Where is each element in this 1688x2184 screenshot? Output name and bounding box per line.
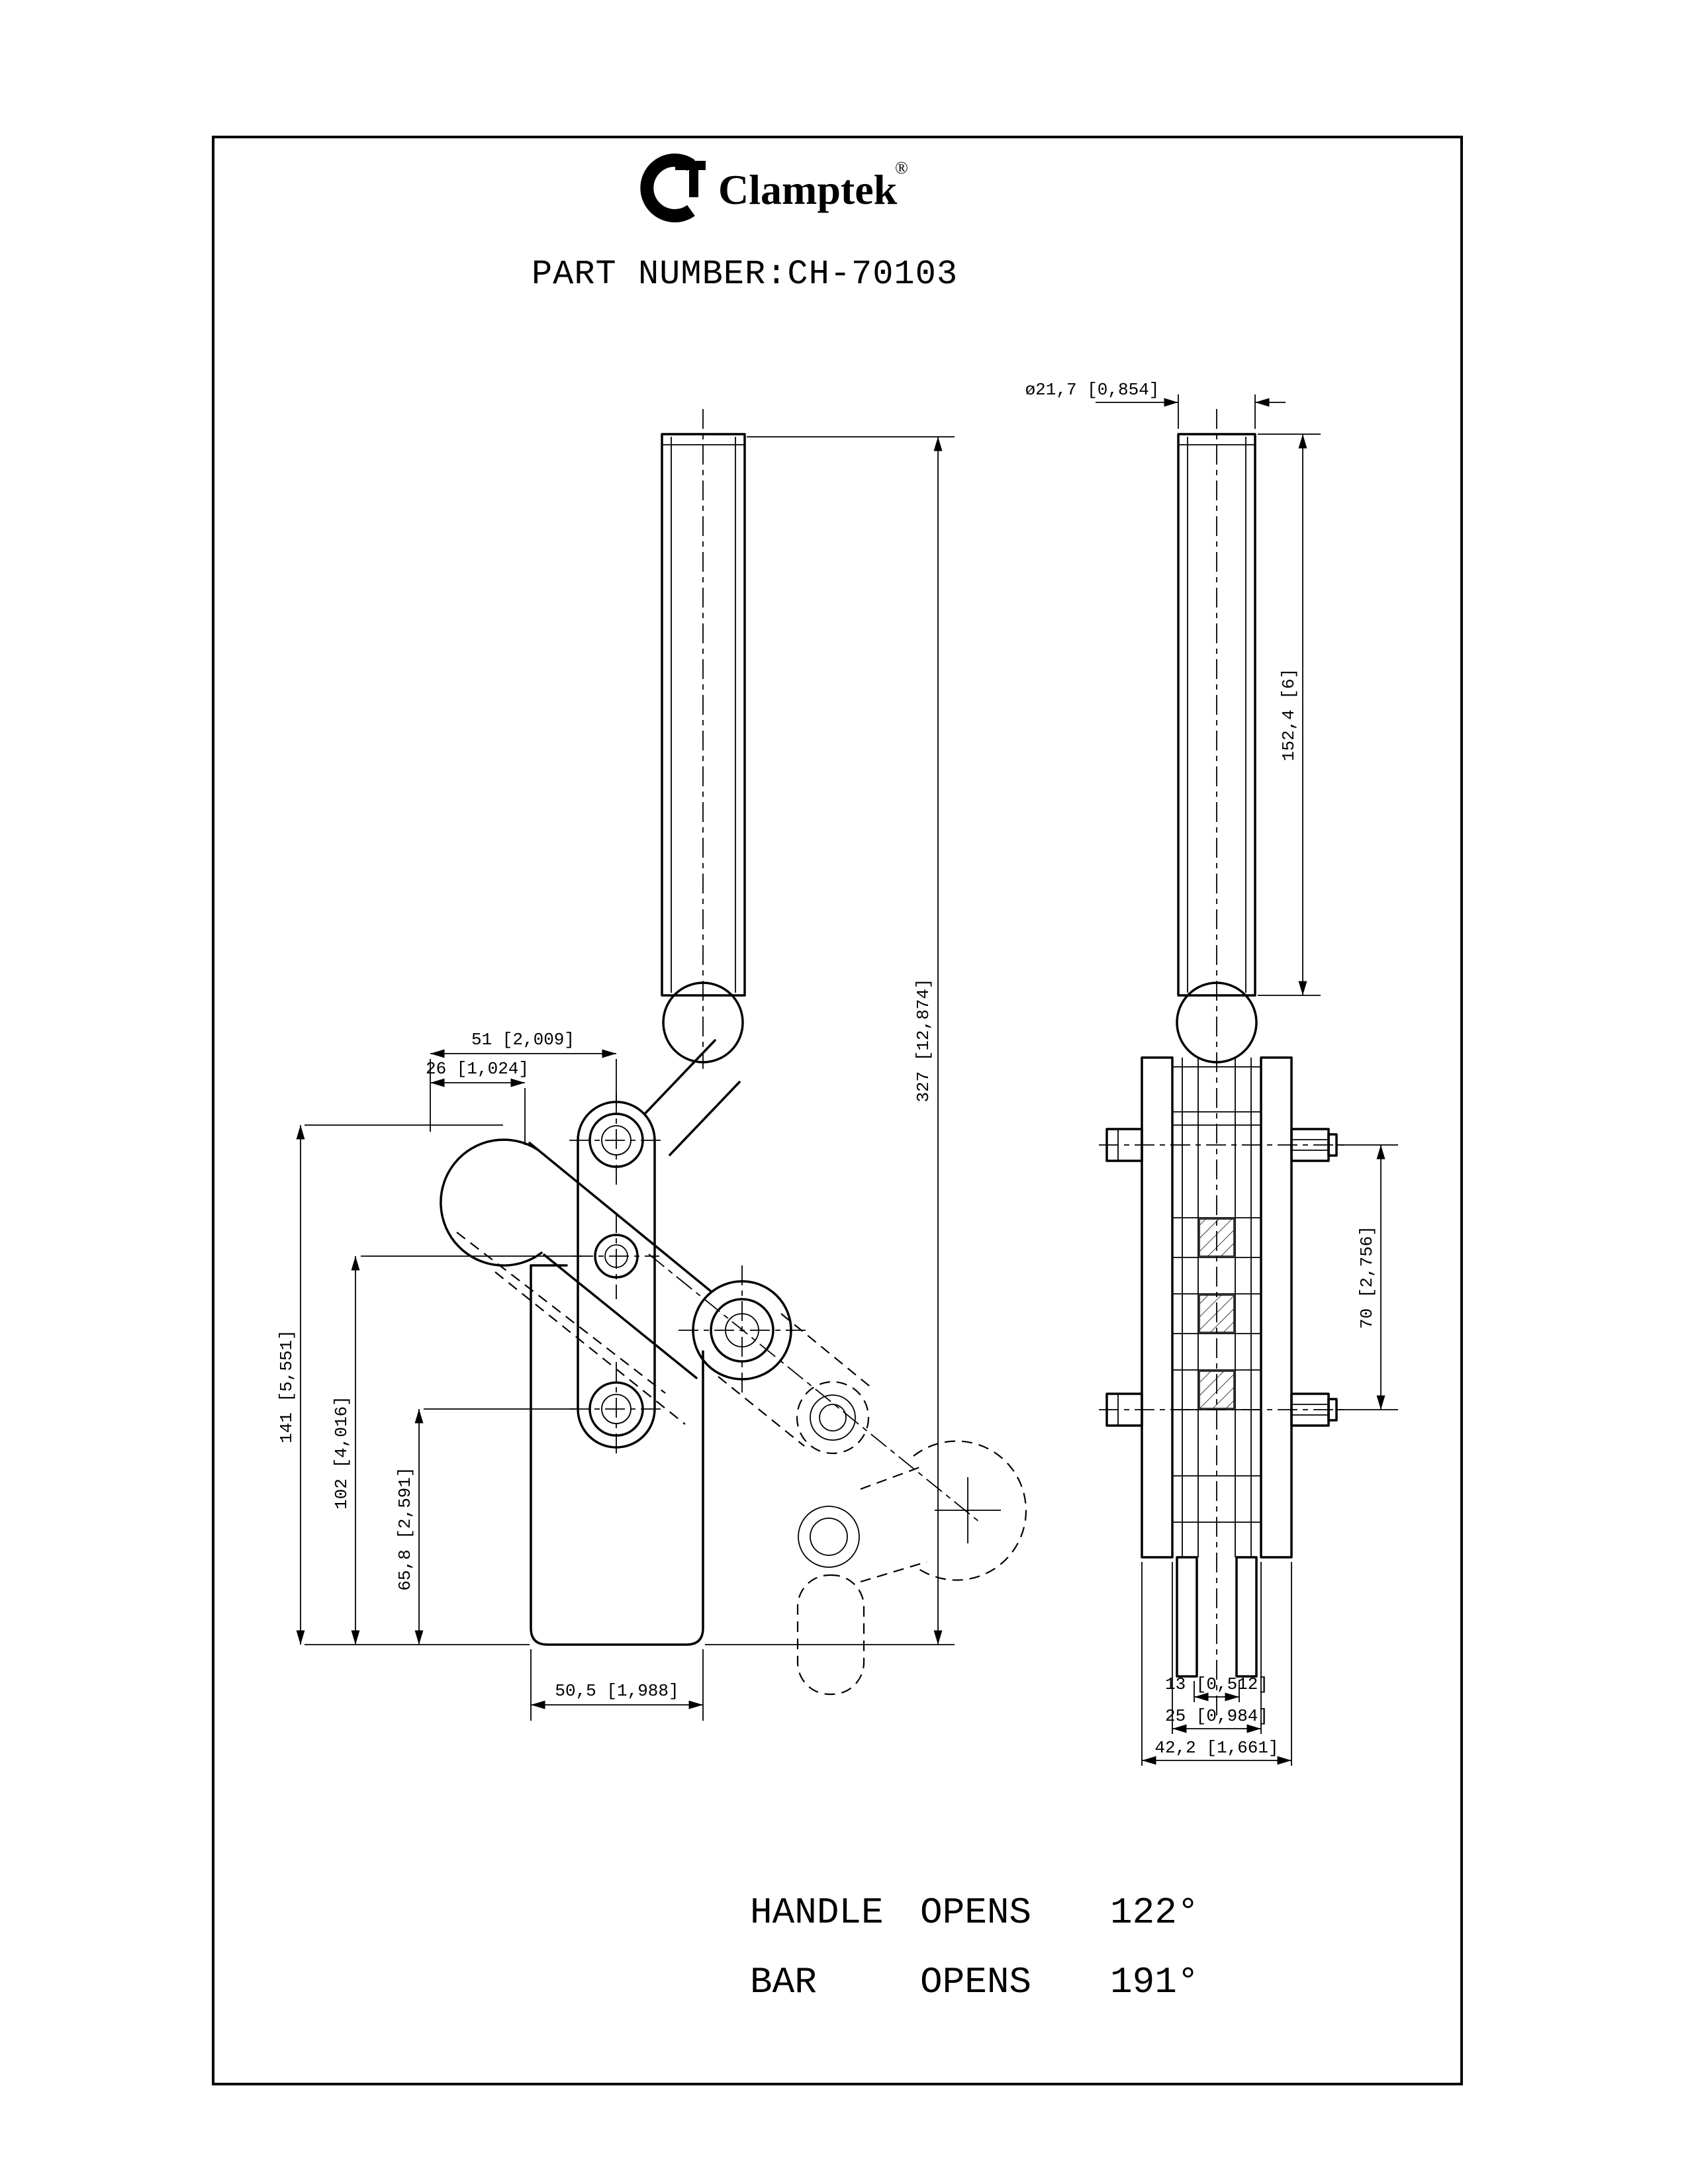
note-handle-opens: OPENS <box>920 1891 1031 1934</box>
dim-50-5: 50,5 [1,988] <box>555 1681 679 1701</box>
u-bar-legs <box>1176 1556 1258 1678</box>
drawing-border <box>212 136 1463 2085</box>
front-view-dimensions: ø21,7 [0,854] 152,4 [6] 70 [2,756] 13 [0… <box>1025 380 1398 1766</box>
dim-70: 70 [2,756] <box>1357 1226 1377 1329</box>
dim-13: 13 [0,512] <box>1165 1674 1268 1694</box>
dim-152-4: 152,4 [6] <box>1279 668 1299 761</box>
side-view: 51 [2,009] 26 [1,024] 327 [12,874] 141 [… <box>277 409 1027 1721</box>
part-number: PART NUMBER:CH-70103 <box>532 255 958 294</box>
dim-diameter: ø21,7 [0,854] <box>1025 380 1160 400</box>
front-view: ø21,7 [0,854] 152,4 [6] 70 [2,756] 13 [0… <box>1025 380 1398 1766</box>
registered-mark: ® <box>895 158 908 177</box>
brand-name: Clamptek <box>718 166 898 213</box>
note-handle-label: HANDLE <box>750 1891 884 1934</box>
dim-42-2: 42,2 [1,661] <box>1154 1738 1278 1758</box>
dim-51: 51 [2,009] <box>471 1030 575 1050</box>
note-bar-label: BAR <box>750 1961 817 2003</box>
handle-boss <box>662 981 744 1064</box>
clevis-body <box>1141 1056 1293 1559</box>
side-view-dimensions: 51 [2,009] 26 [1,024] 327 [12,874] 141 [… <box>277 436 955 1721</box>
dim-102: 102 [4,016] <box>332 1396 352 1510</box>
notes-block: HANDLE OPENS 122° BAR OPENS 191° <box>750 1891 1199 2003</box>
note-bar-opens: OPENS <box>920 1961 1031 2003</box>
upper-bolt <box>1099 1128 1345 1162</box>
lower-bolt <box>1099 1392 1345 1427</box>
phantom-bar <box>718 1313 1027 1696</box>
note-bar-value: 191° <box>1110 1961 1199 2003</box>
base-plate <box>456 1232 704 1646</box>
dim-65-8: 65,8 [2,591] <box>395 1467 415 1590</box>
lever-arm <box>569 1039 741 1456</box>
brand-logo: Clamptek ® <box>640 154 908 222</box>
dim-327: 327 [12,874] <box>914 978 933 1102</box>
dim-25: 25 [0,984] <box>1165 1706 1268 1726</box>
handle-rod-front <box>1177 409 1256 1721</box>
clamp-arm <box>440 1138 980 1523</box>
handle-rod <box>661 409 746 1069</box>
dim-26: 26 [1,024] <box>426 1059 529 1079</box>
logo-emblem-icon <box>640 154 706 222</box>
note-handle-value: 122° <box>1110 1891 1199 1934</box>
handle-boss-front <box>1176 981 1258 1064</box>
dim-141: 141 [5,551] <box>277 1330 297 1443</box>
